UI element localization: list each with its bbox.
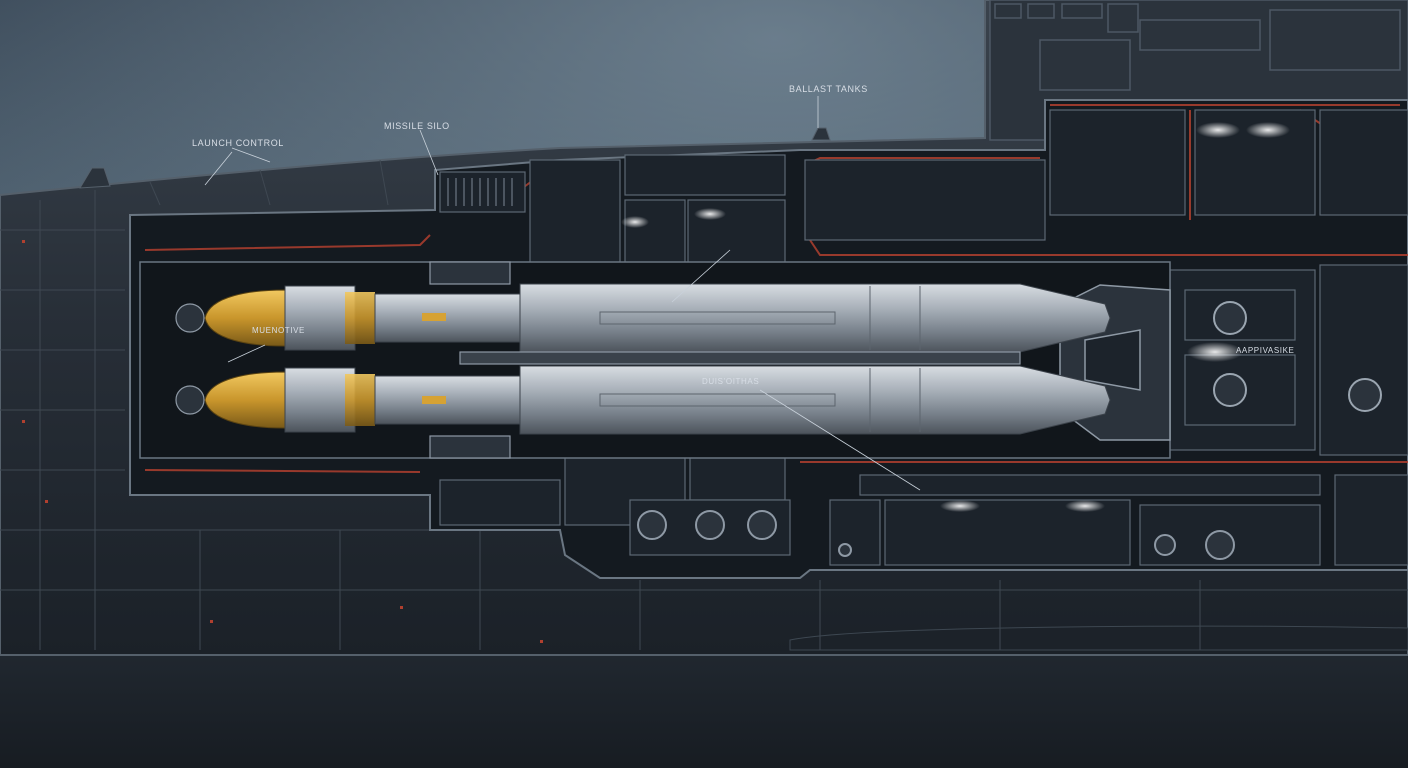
aft-valves bbox=[1213, 301, 1382, 412]
hull-keel bbox=[789, 625, 1408, 651]
missile-upper bbox=[204, 283, 1111, 353]
compartments-upper bbox=[439, 109, 1408, 271]
hull-fin-front bbox=[79, 167, 111, 189]
missile-lower bbox=[204, 365, 1111, 435]
label-launch-control: LAUNCH CONTROL bbox=[192, 138, 284, 148]
label-missile-silo: MISSILE SILO bbox=[384, 121, 450, 131]
label-aft-section: AAPPIVASIKE bbox=[1236, 346, 1295, 355]
label-warhead: MUENOTIVE bbox=[252, 326, 305, 335]
label-guidance: DUIS’OITHAS bbox=[702, 377, 760, 386]
callout-lines bbox=[204, 96, 921, 491]
cabin-lights bbox=[621, 122, 1290, 512]
label-ballast-tanks: BALLAST TANKS bbox=[789, 84, 868, 94]
indicator-lights bbox=[22, 240, 543, 643]
aft-machinery bbox=[1169, 264, 1408, 456]
launch-mechanism bbox=[175, 261, 1021, 459]
vent-grille bbox=[447, 178, 513, 206]
hull-fin-mid bbox=[811, 127, 831, 141]
pump-units bbox=[637, 510, 1235, 560]
